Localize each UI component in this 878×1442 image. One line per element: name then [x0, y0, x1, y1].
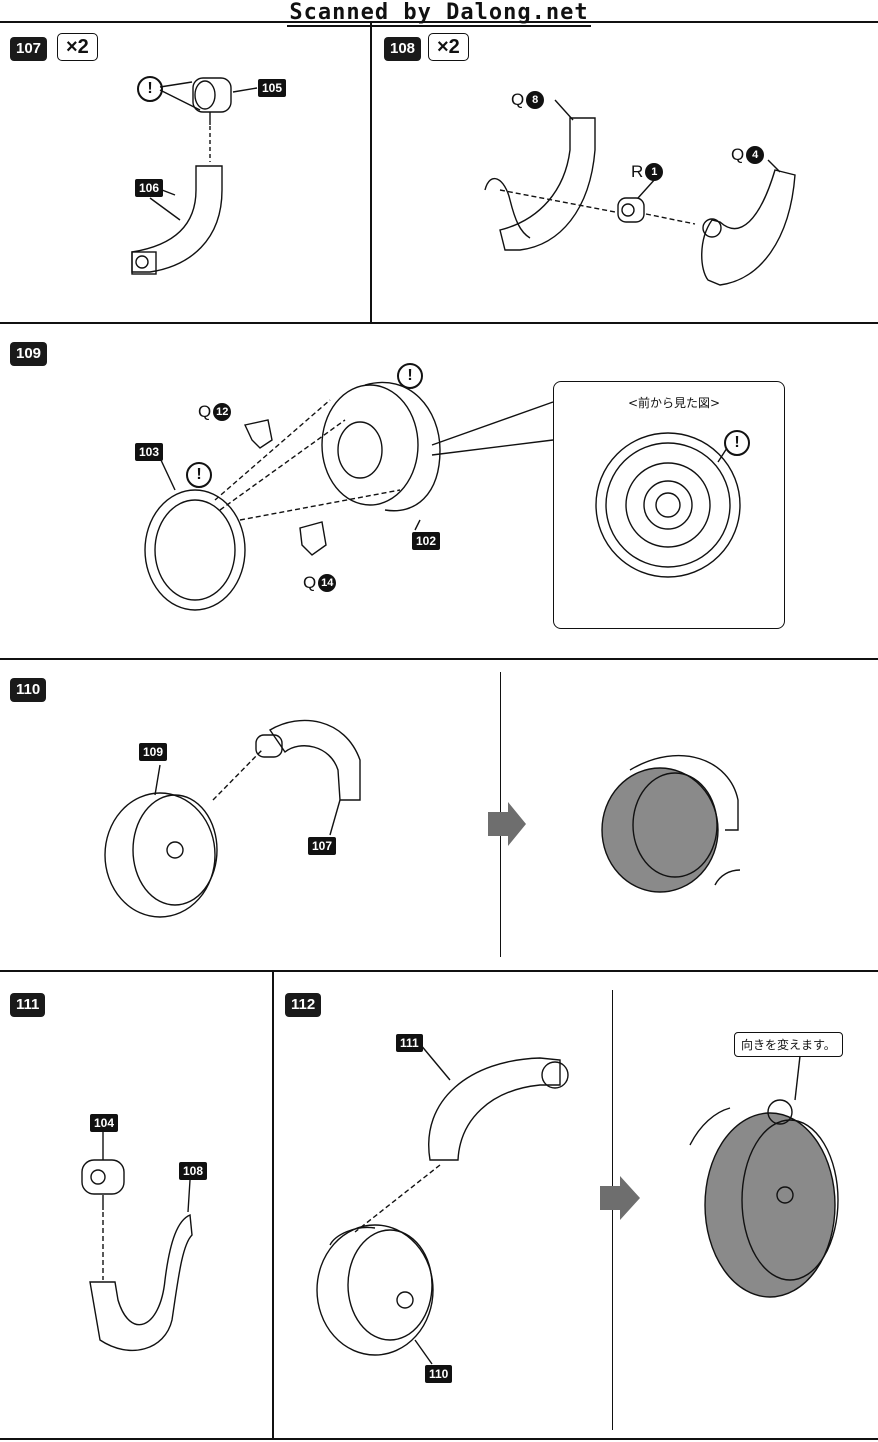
frame-bottom: [0, 1438, 878, 1440]
part-103-drawing: [144, 489, 246, 611]
step-112-result-drawing: [689, 1099, 839, 1298]
part-109-drawing: [104, 792, 218, 918]
row1-bottom: [0, 322, 878, 324]
step-109-badge: 109: [10, 342, 48, 366]
part-106-drawing: [131, 165, 223, 275]
rotate-note: 向きを変えます。: [734, 1032, 843, 1057]
step-112-badge: 112: [285, 993, 322, 1017]
part-r1-drawing: [617, 197, 645, 223]
step-107-multiplier: ×2: [57, 33, 98, 61]
caution-icon: !: [397, 363, 423, 389]
part-105-tag: 105: [258, 79, 287, 97]
part-107-tag: 107: [308, 837, 337, 855]
part-111-tag: 111: [396, 1034, 423, 1052]
part-104-tag: 104: [90, 1114, 119, 1132]
part-102-tag: 102: [412, 532, 441, 550]
part-111-drawing: [428, 1057, 569, 1161]
row1-split: [370, 22, 372, 322]
part-108-drawing: [89, 1213, 193, 1352]
step-111-badge: 111: [10, 993, 46, 1017]
frame-top: [0, 21, 878, 23]
front-view-drawing: [595, 432, 741, 578]
part-105-drawing: [192, 77, 232, 125]
part-q4-drawing: [701, 169, 796, 286]
part-q14-drawing: [299, 521, 327, 556]
part-102-drawing: [321, 381, 441, 512]
caution-icon: !: [137, 76, 163, 102]
part-107-drawing: [255, 719, 361, 801]
step-107-badge: 107: [10, 37, 48, 61]
caution-icon: !: [724, 430, 750, 456]
step-110-badge: 110: [10, 678, 47, 702]
part-110-drawing: [316, 1224, 434, 1356]
part-108-tag: 108: [179, 1162, 208, 1180]
watermark: Scanned by Dalong.net: [287, 0, 591, 27]
part-104-drawing: [81, 1159, 125, 1210]
front-view-inset: [553, 381, 785, 629]
step-110-result-drawing: [601, 754, 741, 893]
part-109-tag: 109: [139, 743, 168, 761]
part-q12-drawing: [243, 419, 273, 449]
part-110-tag: 110: [425, 1365, 453, 1383]
next-step-arrow: [488, 802, 640, 1220]
part-q8-drawing: [484, 117, 596, 251]
part-106-tag: 106: [135, 179, 164, 197]
row4-split: [272, 971, 274, 1439]
row3-bottom: [0, 970, 878, 972]
front-view-title: <前から見た図>: [628, 396, 721, 410]
step-108-badge: 108: [384, 37, 422, 61]
part-103-tag: 103: [135, 443, 164, 461]
caution-icon: !: [186, 462, 212, 488]
step-108-multiplier: ×2: [428, 33, 469, 61]
row2-bottom: [0, 658, 878, 660]
